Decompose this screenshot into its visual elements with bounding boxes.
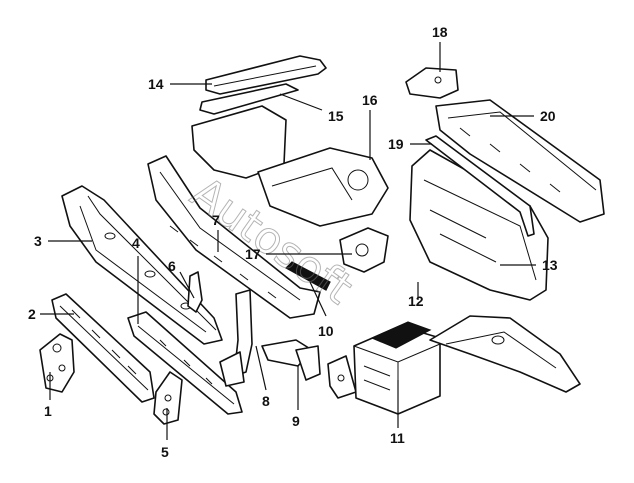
part-5-bracket (153, 371, 183, 425)
callout-18: 18 (432, 24, 448, 40)
part-1-bracket (39, 333, 75, 393)
callout-7: 7 (212, 212, 220, 228)
part-12-frame-rail (429, 315, 581, 393)
part-10-strip (285, 261, 331, 291)
callout-17: 17 (245, 246, 261, 262)
part-16-apron (191, 105, 389, 227)
callout-20: 20 (540, 108, 556, 124)
callout-5: 5 (161, 444, 169, 460)
callout-6: 6 (168, 258, 176, 274)
part-8-vertical-post (219, 289, 253, 387)
callout-16: 16 (362, 92, 378, 108)
callout-15: 15 (328, 108, 344, 124)
callout-19: 19 (388, 136, 404, 152)
leader-15 (279, 93, 323, 111)
callout-10: 10 (318, 323, 334, 339)
part-4-lower-long-rail (127, 311, 243, 415)
part-11-box-member (353, 321, 441, 415)
part-19-seal-strip (425, 135, 535, 237)
part-2-lower-rail (51, 293, 155, 403)
part-7-upper-tie-bar (147, 155, 321, 319)
part-14-upper-rail (205, 55, 327, 95)
part-20-cowl-panel (435, 99, 605, 223)
callout-3: 3 (34, 233, 42, 249)
callout-2: 2 (28, 306, 36, 322)
callout-9: 9 (292, 413, 300, 429)
part-15-upper-rail (199, 83, 299, 115)
callout-14: 14 (148, 76, 164, 92)
callout-13: 13 (542, 257, 558, 273)
leader-6 (179, 271, 195, 299)
callout-12: 12 (408, 293, 424, 309)
leader-8 (255, 345, 267, 391)
callout-8: 8 (262, 393, 270, 409)
part-18-top-bracket (405, 67, 459, 99)
callout-11: 11 (390, 430, 405, 446)
callouts: 1 2 3 4 5 6 7 8 9 10 11 12 13 14 15 16 1 (28, 24, 558, 460)
part-3-side-member (61, 185, 223, 345)
part-9-bracket (261, 339, 357, 399)
part-17-shock-tower-bracket (339, 227, 389, 273)
leader-10 (309, 281, 327, 317)
callout-4: 4 (132, 235, 140, 251)
part-6-brace (187, 271, 203, 313)
callout-1: 1 (44, 403, 52, 419)
